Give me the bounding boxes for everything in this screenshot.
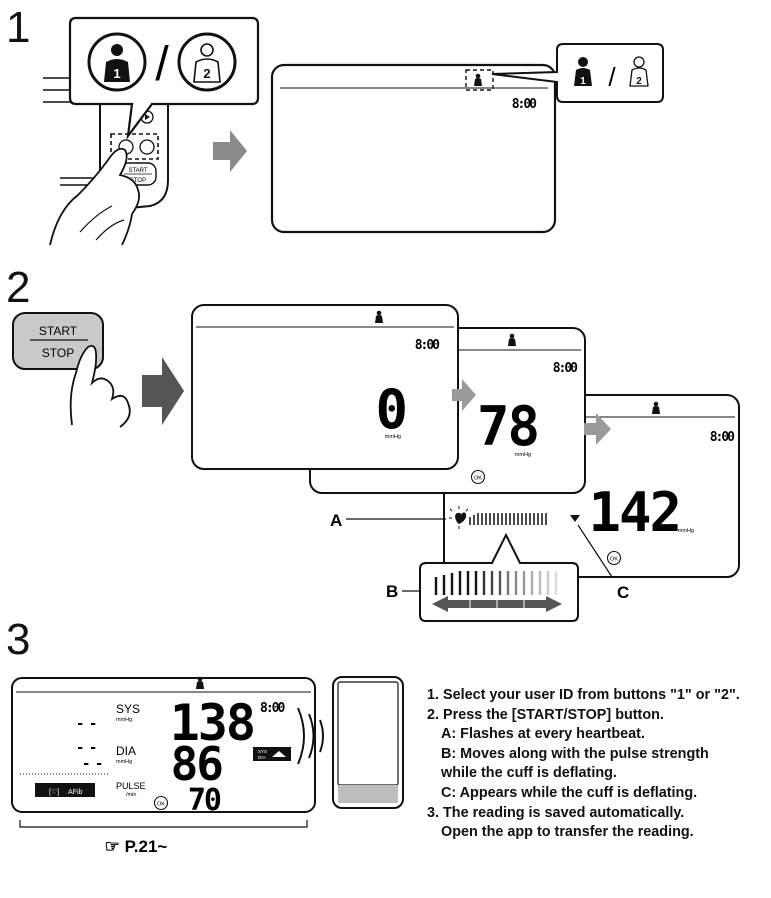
sys-value: 138 xyxy=(170,694,254,752)
svg-text:8:00: 8:00 xyxy=(415,338,440,353)
svg-text:/min: /min xyxy=(126,792,136,798)
step-number-1: 1 xyxy=(6,3,31,52)
instruction-3: 3. The reading is saved automatically. xyxy=(427,804,685,821)
label-c: C xyxy=(617,583,629,602)
dash-2: - - xyxy=(76,740,96,756)
afib-indicator xyxy=(35,783,95,797)
user2-small-icon xyxy=(633,56,645,68)
reading-0: 0 xyxy=(375,378,406,441)
arrow-right-icon xyxy=(584,413,611,445)
svg-text:OK: OK xyxy=(157,802,165,808)
highlight-dashed-box xyxy=(110,133,159,160)
svg-text:mmHg: mmHg xyxy=(515,452,531,458)
double-arrow-icon xyxy=(432,596,562,612)
label-b: B xyxy=(386,582,398,601)
deflation-indicator-icon xyxy=(570,515,580,522)
instruction-2: 2. Press the [START/STOP] button. xyxy=(427,706,664,723)
svg-text:8:00: 8:00 xyxy=(553,361,578,376)
svg-text:OK: OK xyxy=(474,476,482,482)
user-indicator-highlight xyxy=(465,69,494,91)
svg-text:OK: OK xyxy=(610,557,618,563)
pulse-bar-zoom xyxy=(434,571,558,595)
user2-icon xyxy=(177,32,237,92)
stop-label: STOP xyxy=(42,346,74,360)
start-label: START xyxy=(39,324,78,338)
page-reference: ☞ P.21~ xyxy=(105,837,168,856)
heartbeat-icon xyxy=(449,506,469,529)
pulse-strength-bar xyxy=(469,513,547,525)
step-number-3: 3 xyxy=(6,615,31,664)
arrow-right-icon xyxy=(142,357,184,425)
svg-text:2: 2 xyxy=(636,76,642,87)
bracket xyxy=(19,820,308,828)
svg-text:/: / xyxy=(608,62,616,92)
result-display xyxy=(11,677,316,813)
step2-illustration: START STOP 8:00 142 mmHg OK xyxy=(12,304,740,622)
pulse-label: PULSE xyxy=(116,781,146,791)
hand-illustration xyxy=(49,147,141,246)
user2-button xyxy=(139,139,155,155)
reading-142: 142 xyxy=(588,481,680,544)
dia-label: DIA xyxy=(116,744,136,758)
start-stop-button xyxy=(12,312,104,370)
svg-text:AFib: AFib xyxy=(68,789,83,796)
instruction-2a: A: Flashes at every heartbeat. xyxy=(441,726,645,743)
instruction-3-cont: Open the app to transfer the reading. xyxy=(441,824,694,841)
svg-text:DIA: DIA xyxy=(258,755,266,760)
instructions-list: 1. Select your user ID from buttons "1" … xyxy=(427,686,771,843)
instruction-2b-cont: while the cuff is deflating. xyxy=(441,765,617,782)
svg-text:mmHg: mmHg xyxy=(116,717,132,723)
arrow-right-icon xyxy=(452,379,476,411)
display-time: 8:00 xyxy=(512,97,537,112)
step3-illustration: 8:00 SYS mmHg 138 DIA mmHg 86 SYS DIA PU… xyxy=(11,676,404,856)
svg-text:[♡]: [♡] xyxy=(49,788,59,796)
pulse-value: 70 xyxy=(188,783,221,818)
wireless-icon xyxy=(297,707,324,765)
label-a: A xyxy=(330,511,342,530)
instruction-2b: B: Moves along with the pulse strength xyxy=(441,745,709,762)
svg-text:mmHg: mmHg xyxy=(385,434,401,440)
svg-text:1: 1 xyxy=(113,66,120,81)
svg-text:2: 2 xyxy=(203,66,210,81)
display-0 xyxy=(191,304,459,470)
dash-1: - - xyxy=(76,716,96,732)
slash-separator: / xyxy=(155,38,169,91)
step1-display xyxy=(270,63,557,234)
start-small-label: START xyxy=(128,168,147,174)
result-time: 8:00 xyxy=(260,701,285,716)
sys-dia-indicator xyxy=(253,747,291,761)
instruction-1: 1. Select your user ID from buttons "1" … xyxy=(427,687,740,703)
dash-3: - - xyxy=(82,756,102,772)
instruction-2c: C: Appears while the cuff is deflating. xyxy=(441,784,698,801)
sys-label: SYS xyxy=(116,702,140,716)
arrow-right-icon xyxy=(213,130,247,172)
dia-value: 86 xyxy=(171,737,223,791)
step-number-2: 2 xyxy=(6,263,31,312)
svg-text:SYS: SYS xyxy=(258,749,267,754)
reading-78: 78 xyxy=(477,395,538,458)
svg-text:8:00: 8:00 xyxy=(710,430,735,445)
svg-text:1: 1 xyxy=(580,76,586,87)
svg-text:mmHg: mmHg xyxy=(116,759,132,765)
finger-press-illustration xyxy=(69,344,131,428)
svg-text:mmHg: mmHg xyxy=(678,528,694,534)
stop-small-label: STOP xyxy=(130,178,146,184)
step1-illustration: START STOP 1 / 2 8:00 1 / 2 xyxy=(43,16,664,246)
user1-small-icon xyxy=(578,57,588,67)
